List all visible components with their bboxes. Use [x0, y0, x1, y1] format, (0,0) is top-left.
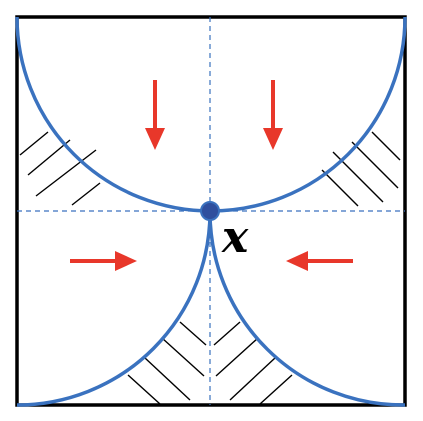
- hatch-lower-right: [213, 321, 293, 405]
- arrowhead-down-left: [145, 128, 165, 150]
- hatch-lower-left: [127, 321, 207, 405]
- arrowhead-down-right: [263, 128, 283, 150]
- point-label-x: x: [221, 212, 249, 263]
- upper-arc: [15, 16, 407, 213]
- cusp-point: [200, 201, 220, 221]
- arrowhead-right: [115, 251, 137, 271]
- lower-right-arc: [208, 211, 406, 407]
- lower-left-arc: [16, 211, 212, 407]
- arrowhead-left: [286, 251, 308, 271]
- hatch-upper-left: [19, 131, 101, 206]
